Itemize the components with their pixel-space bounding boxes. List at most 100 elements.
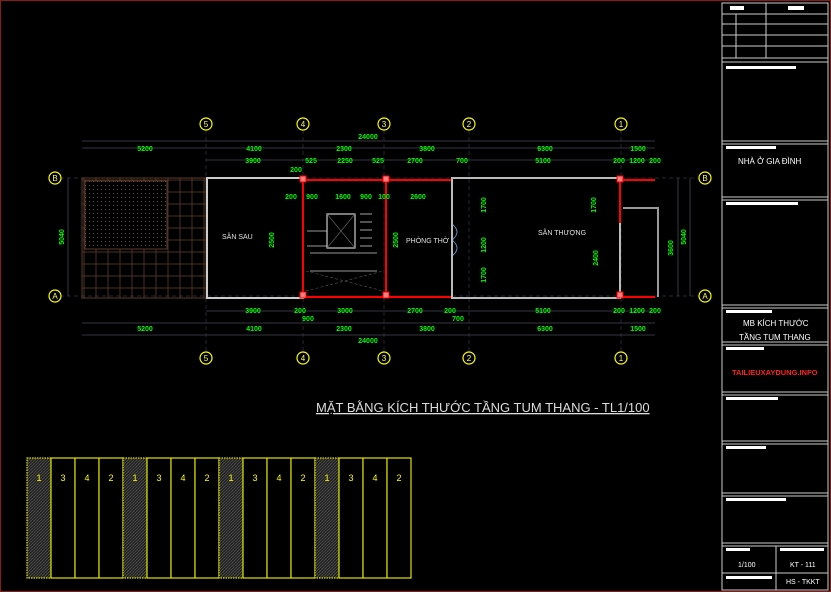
dimension-label: 2300 (336, 146, 352, 153)
dimension-label-vertical: 2500 (393, 232, 400, 248)
strip-cell-box (314, 457, 340, 579)
dimension-label-vertical: 2400 (593, 250, 600, 266)
dimension-label: 5100 (535, 158, 551, 165)
stair-steps (307, 213, 377, 272)
sheet-number: KT - 111 (790, 562, 816, 569)
axis-label: B (702, 174, 707, 183)
dimension-label: 200 (290, 167, 302, 174)
dimension-label-vertical: 5040 (59, 229, 66, 245)
sheet-name-line1: MB KÍCH THƯỚC (743, 319, 809, 328)
strip-cell: 3 (242, 457, 268, 579)
axis-bubble-circle (462, 117, 476, 131)
dimension-label: 1600 (335, 194, 351, 201)
dimension-label: 2250 (337, 158, 353, 165)
dimension-label: 2700 (407, 308, 423, 315)
strip-cell: 4 (170, 457, 196, 579)
axis-bubble-2: 2 (462, 351, 476, 365)
dimension-label: 200 (649, 158, 661, 165)
dimension-label: 24000 (358, 338, 378, 345)
strip-cell-box (386, 457, 412, 579)
dimension-label: 6300 (537, 326, 553, 333)
axis-bubble-circle (614, 117, 628, 131)
strip-cell-label: 3 (348, 473, 353, 483)
axis-bubble-circle (48, 171, 62, 185)
dimension-label-vertical: 1700 (481, 267, 488, 283)
garden-hatch (85, 181, 167, 249)
dimension-label: 6300 (537, 146, 553, 153)
axis-label: 2 (467, 120, 472, 129)
dimension-lines (67, 140, 691, 336)
dimension-label: 200 (649, 308, 661, 315)
axis-bubble-5: 5 (199, 117, 213, 131)
dimension-label: 2300 (336, 326, 352, 333)
title-block (721, 2, 829, 591)
strip-cell: 1 (26, 457, 52, 579)
strip-cell: 3 (338, 457, 364, 579)
dimension-label-vertical: 3600 (668, 240, 675, 256)
axis-bubble-5: 5 (199, 351, 213, 365)
axis-bubble-2: 2 (462, 117, 476, 131)
dimension-label: 2700 (407, 158, 423, 165)
dimension-label: 3900 (245, 158, 261, 165)
dimension-label: 1200 (629, 158, 645, 165)
axis-bubble-A: A (698, 289, 712, 303)
axis-bubble-circle (199, 351, 213, 365)
strip-cell-label: 2 (300, 473, 305, 483)
dimension-label: 3900 (245, 308, 261, 315)
dimension-label: 4100 (246, 146, 262, 153)
strip-cell: 1 (122, 457, 148, 579)
dimension-label-vertical: 1700 (481, 197, 488, 213)
dimension-label: 3800 (419, 146, 435, 153)
strip-cell-label: 3 (252, 473, 257, 483)
dimension-label: 900 (302, 316, 314, 323)
axis-label: 4 (301, 120, 306, 129)
sheet-name-line2: TẦNG TUM THANG (739, 332, 811, 342)
strip-cell: 2 (290, 457, 316, 579)
axis-label: B (52, 174, 57, 183)
axis-label: 5 (204, 354, 209, 363)
axis-bubble-circle (377, 351, 391, 365)
axis-bubble-circle (614, 351, 628, 365)
axis-label: 3 (382, 120, 387, 129)
axis-label: 5 (204, 120, 209, 129)
dimension-label: 2600 (410, 194, 426, 201)
axis-bubble-circle (296, 117, 310, 131)
dimension-label: 900 (360, 194, 372, 201)
strip-cell-label: 3 (60, 473, 65, 483)
dimension-label: 700 (452, 316, 464, 323)
strip-cell: 4 (74, 457, 100, 579)
strip-cell-label: 1 (36, 473, 41, 483)
dimension-label: 3000 (337, 308, 353, 315)
strip-cell-box (218, 457, 244, 579)
strip-cell: 3 (146, 457, 172, 579)
axis-bubble-B: B (48, 171, 62, 185)
dimension-label: 100 (378, 194, 390, 201)
axis-bubble-circle (296, 351, 310, 365)
dimension-label: 1500 (630, 146, 646, 153)
dimension-label: 5100 (535, 308, 551, 315)
axis-label: 3 (382, 354, 387, 363)
axis-label: A (702, 292, 708, 301)
strip-cell-label: 2 (396, 473, 401, 483)
axis-bubble-circle (698, 171, 712, 185)
axis-bubble-circle (462, 351, 476, 365)
dimension-label: 200 (444, 308, 456, 315)
dimension-label: 5200 (137, 146, 153, 153)
strip-cell: 4 (362, 457, 388, 579)
dimension-label: 700 (456, 158, 468, 165)
dimension-label-vertical: 1700 (591, 197, 598, 213)
dimension-label: 200 (294, 308, 306, 315)
axis-bubble-A: A (48, 289, 62, 303)
axis-bubble-4: 4 (296, 351, 310, 365)
strip-cell-box (362, 457, 388, 579)
axis-label: 1 (619, 354, 624, 363)
dimension-label: 900 (306, 194, 318, 201)
room-label-altar-room: PHÒNG THỜ (406, 236, 449, 245)
scale-value: 1/100 (738, 562, 756, 569)
dimension-label-vertical: 2500 (269, 232, 276, 248)
strip-cell: 2 (194, 457, 220, 579)
